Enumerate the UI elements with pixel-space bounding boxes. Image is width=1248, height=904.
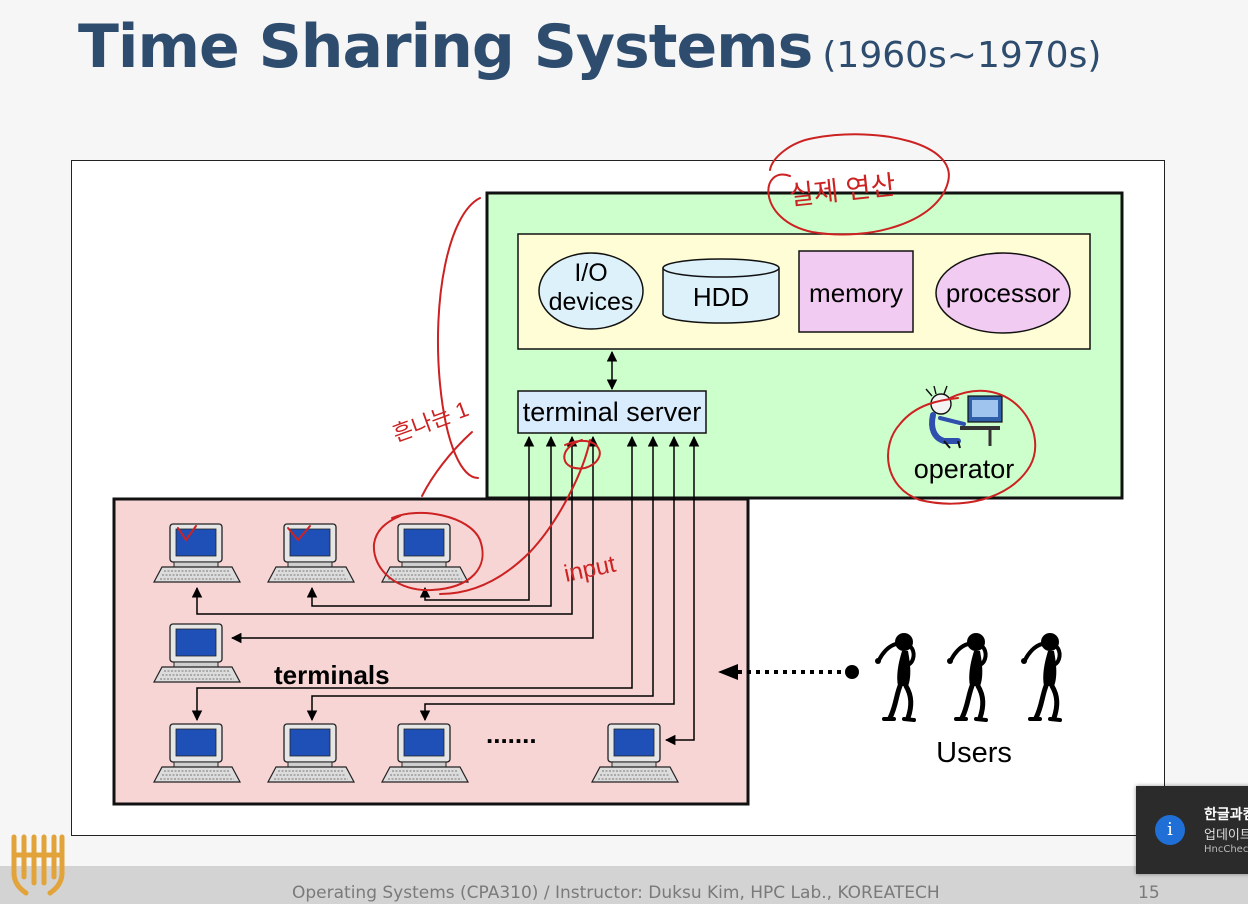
operator-figure [925, 385, 1003, 449]
operator-label: operator [914, 454, 1015, 484]
hdd-label: HDD [693, 282, 749, 312]
notification-body: 업데이트 [1204, 828, 1248, 843]
title-suffix: (1960s~1970s) [822, 35, 1102, 76]
notification-app: HncCheckUpdate [1204, 844, 1248, 855]
update-notification[interactable]: i 한글과컴퓨터 업데이트 HncCheckUpdate [1136, 786, 1248, 874]
handwritten-marks [177, 133, 1037, 595]
terminal-server-node [517, 390, 707, 434]
title-main: Time Sharing Systems [78, 12, 813, 82]
user-figure-2 [947, 633, 986, 720]
users-arrow [718, 664, 859, 680]
users-label: Users [936, 737, 1012, 769]
terminals-ellipsis: ....... [486, 719, 537, 749]
footer-bar [0, 866, 1248, 904]
io-devices-node [538, 252, 644, 330]
page-number: 15 [1138, 883, 1160, 903]
terminal-server-label: terminal server [523, 397, 702, 427]
user-figure-3 [1021, 633, 1060, 720]
footer-text: Operating Systems (CPA310) / Instructor:… [292, 883, 940, 903]
processor-label: processor [946, 278, 1060, 308]
notification-title: 한글과컴퓨터 [1204, 807, 1248, 823]
terminals-label: terminals [274, 660, 390, 690]
memory-label: memory [809, 278, 903, 308]
hdd-node [662, 258, 780, 324]
annotation-note-left: 흔나는 1 [389, 396, 472, 447]
io-label-line1: I/O [574, 259, 607, 287]
university-logo [11, 834, 65, 896]
slide-title: Time Sharing Systems(1960s~1970s) [78, 12, 1101, 82]
io-label-line2: devices [549, 288, 634, 316]
info-icon: i [1155, 815, 1185, 845]
memory-node [798, 250, 914, 333]
user-figure-1 [875, 633, 914, 720]
connection-wires [191, 435, 700, 746]
processor-node [935, 252, 1071, 334]
